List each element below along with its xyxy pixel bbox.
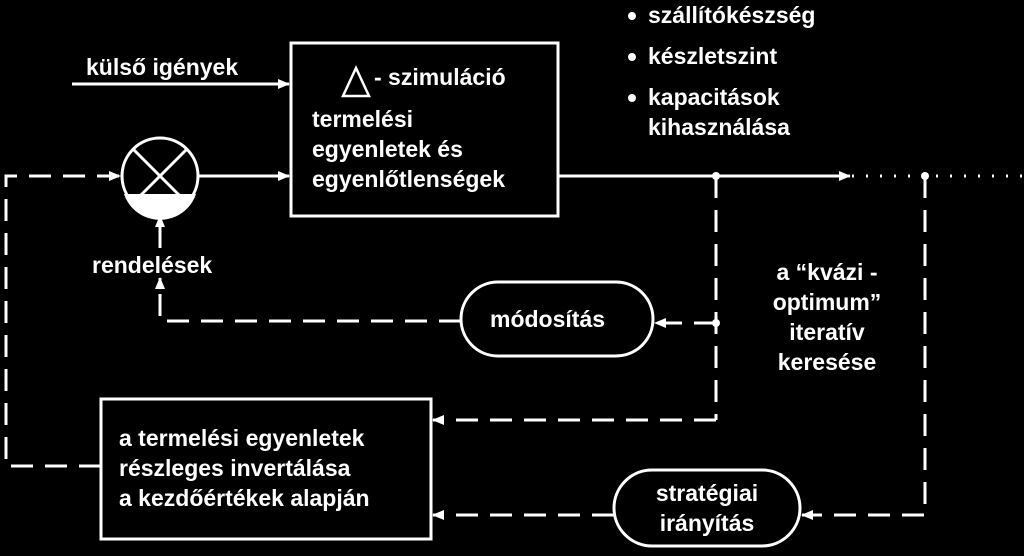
inversion-line-1: a termelési egyenletek (119, 425, 365, 451)
summing-junction-icon (120, 136, 200, 220)
simulation-label: - szimuláció (374, 64, 506, 90)
strategic-control-box (612, 468, 802, 548)
quasi-optimum-line-4: keresése (777, 349, 877, 375)
inversion-to-junction-line (4, 171, 121, 468)
inversion-line-3: a kezdőértékek alapján (119, 485, 370, 511)
quasi-optimum-line-2: optimum” (772, 289, 882, 315)
modification-box (459, 280, 655, 358)
output-capacities: kapacitások (648, 84, 780, 110)
external-demand-label: külső igények (86, 54, 239, 80)
production-line-2: egyenletek és (312, 136, 463, 162)
bullet-icon (628, 94, 636, 102)
bullet-icons (628, 12, 636, 102)
modification-label: módosítás (490, 306, 606, 332)
output-stock-level: készletszint (648, 43, 778, 69)
bullet-icon (628, 53, 636, 61)
inversion-box (99, 397, 433, 541)
strategic-line-2: irányítás (659, 510, 755, 536)
bullet-icon (628, 12, 636, 20)
triangle-icon (341, 65, 371, 98)
quasi-optimum-line-3: iteratív (789, 319, 865, 345)
output-supply-readiness: szállítókészség (648, 2, 816, 28)
strategic-feedback-line (801, 176, 927, 520)
strategic-line-1: stratégiai (655, 480, 759, 506)
production-box-text: termelési egyenletek és egyenlőtlenségek (312, 104, 505, 194)
quasi-optimum-line-1: a “kvázi - (776, 259, 878, 285)
orders-label: rendelések (92, 252, 213, 278)
output-utilization: kihasználása (648, 114, 790, 140)
production-box (289, 41, 560, 218)
production-line-1: termelési (312, 106, 414, 132)
inversion-line-2: részleges invertálása (119, 455, 351, 481)
modification-to-orders (155, 277, 461, 323)
strategic-control-text: stratégiai irányítás (614, 478, 800, 538)
quasi-optimum-text: a “kvázi - optimum” iteratív keresése (752, 257, 902, 377)
production-line-3: egyenlőtlenségek (312, 166, 506, 192)
inversion-box-text: a termelési egyenletek részleges invertá… (119, 423, 370, 513)
